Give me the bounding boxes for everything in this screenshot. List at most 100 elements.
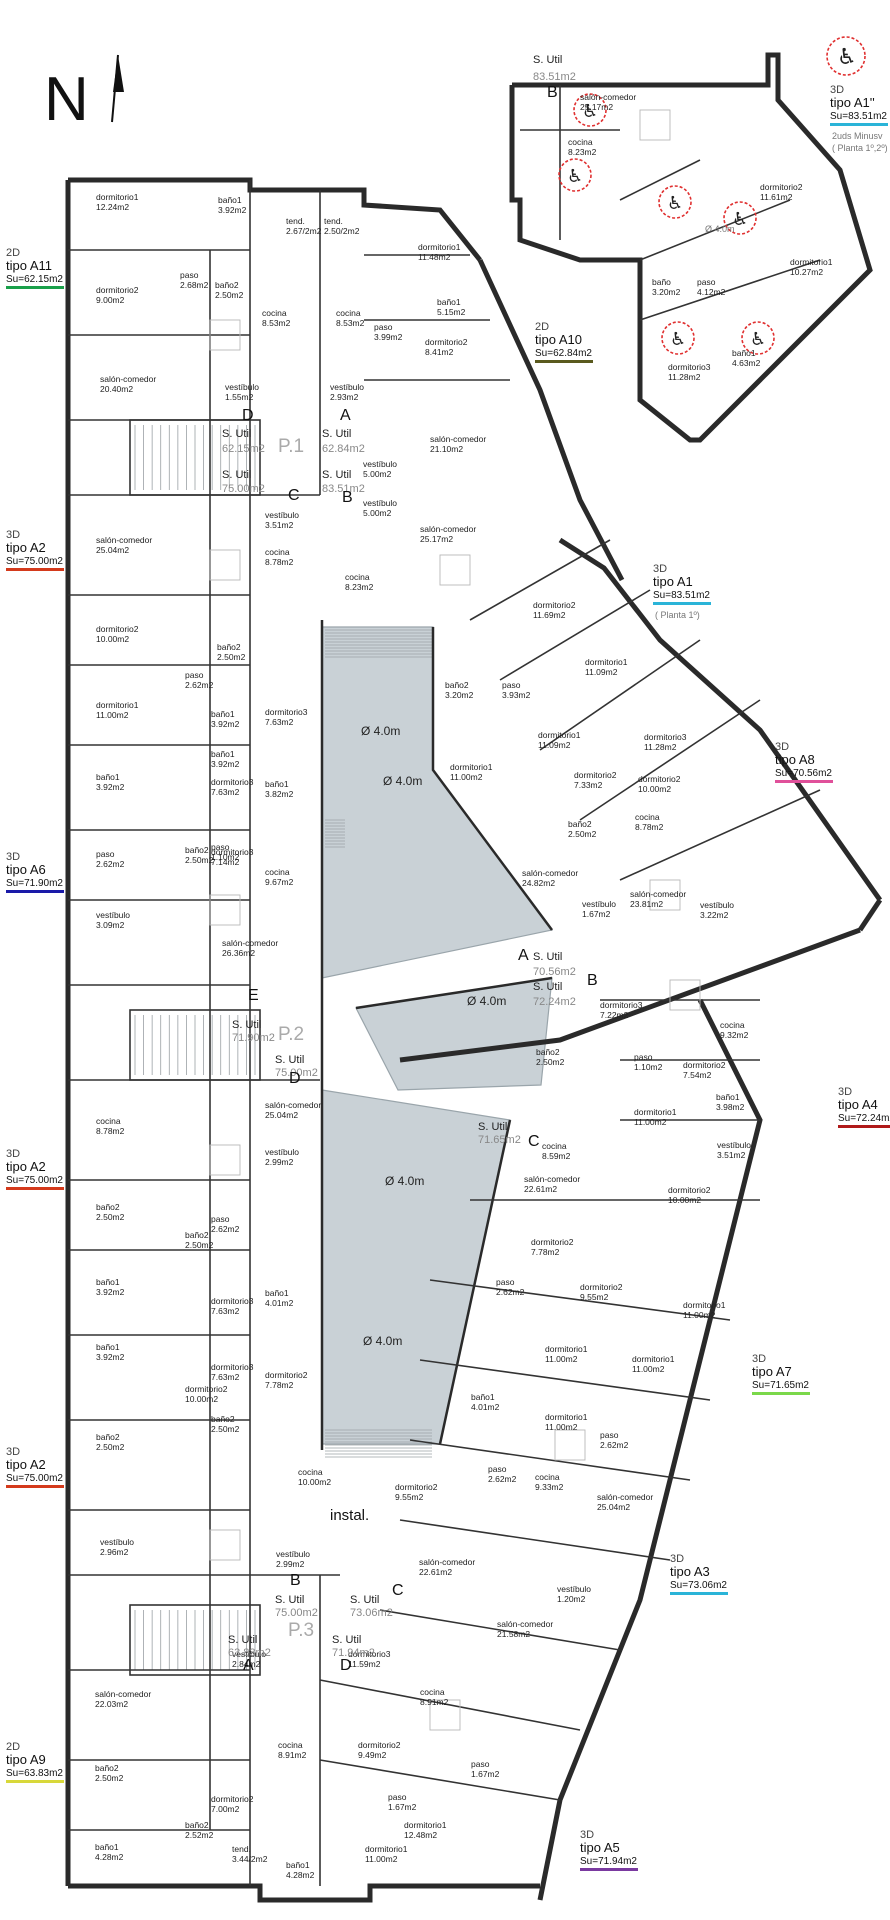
room-area: 11.00m2 bbox=[632, 1364, 665, 1374]
unit-name: tipo A8 bbox=[775, 752, 815, 767]
room-area: 4.28m2 bbox=[95, 1852, 124, 1862]
room-name: dormitorio1 bbox=[790, 257, 833, 267]
unit-color-bar bbox=[6, 890, 64, 893]
room-name: cocina bbox=[262, 308, 287, 318]
room-area: 4.01m2 bbox=[471, 1402, 500, 1412]
sutil-label: S. Util bbox=[332, 1634, 361, 1646]
room-area: 8.91m2 bbox=[420, 1697, 449, 1707]
room-area: 10.00m2 bbox=[638, 784, 671, 794]
wheelchair-icons: ♿ ♿ ♿ ♿ ♿ ♿ ♿ bbox=[558, 36, 866, 355]
wall-east-wing-bottom bbox=[399, 927, 861, 1063]
room-area: 2.50m2 bbox=[211, 1424, 240, 1434]
room-name: dormitorio3 bbox=[211, 777, 254, 787]
core-letter: B bbox=[587, 972, 598, 989]
room-area: 2.62m2 bbox=[600, 1440, 629, 1450]
room-area: 11.48m2 bbox=[418, 252, 451, 262]
room-area: 2.96m2 bbox=[100, 1547, 129, 1557]
unit-note: ( Planta 1º) bbox=[655, 610, 700, 620]
room-name: salón-comedor bbox=[430, 434, 486, 444]
room-name: dormitorio2 bbox=[358, 1740, 401, 1750]
room-name: baño2 bbox=[536, 1047, 560, 1057]
room-name: vestíbulo bbox=[276, 1549, 310, 1559]
room-name: dormitorio3 bbox=[265, 707, 308, 717]
room-name: dormitorio3 bbox=[668, 362, 711, 372]
room-name: vestíbulo bbox=[330, 382, 364, 392]
unit-category: 2D bbox=[6, 1741, 20, 1753]
wall-south-east-facade bbox=[537, 998, 763, 1901]
room-area: 1.10m2 bbox=[634, 1062, 663, 1072]
room-area: 2.50/2m2 bbox=[324, 226, 360, 236]
room-name: dormitorio1 bbox=[365, 1844, 408, 1854]
room-name: vestíbulo bbox=[100, 1537, 134, 1547]
wall-east-wing-top bbox=[558, 537, 883, 902]
room-area: 11.28m2 bbox=[644, 742, 677, 752]
room-name: dormitorio3 bbox=[211, 1362, 254, 1372]
exterior-walls bbox=[65, 52, 883, 1903]
sutil-area: 63.83m2 bbox=[228, 1647, 271, 1659]
room-area: 2.62m2 bbox=[96, 859, 125, 869]
room-name: salón-comedor bbox=[524, 1174, 580, 1184]
atrium-voids bbox=[321, 626, 554, 1445]
room-area: 25.04m2 bbox=[597, 1502, 630, 1512]
room-name: salón-comedor bbox=[419, 1557, 475, 1567]
room-name: cocina bbox=[345, 572, 370, 582]
unit-category: 3D bbox=[6, 851, 20, 863]
room-name: baño1 bbox=[716, 1092, 740, 1102]
room-name: dormitorio1 bbox=[683, 1300, 726, 1310]
atrium-void-middle bbox=[355, 977, 553, 1091]
unit-category: 3D bbox=[752, 1353, 766, 1365]
room-area: 2.99m2 bbox=[276, 1559, 305, 1569]
wall-a1pp-outline bbox=[509, 52, 873, 443]
room-name: cocina bbox=[298, 1467, 323, 1477]
room-name: dormitorio1 bbox=[418, 242, 461, 252]
north-label: N bbox=[44, 65, 89, 134]
room-area: 9.55m2 bbox=[395, 1492, 424, 1502]
room-name: baño1 bbox=[211, 709, 235, 719]
room-area: 7.00m2 bbox=[211, 1804, 240, 1814]
wheelchair-icon: ♿ bbox=[741, 321, 775, 355]
room-name: vestíbulo bbox=[96, 910, 130, 920]
sutil-area: 71.65m2 bbox=[478, 1134, 521, 1146]
room-name: baño1 bbox=[218, 195, 242, 205]
room-area: 9.33m2 bbox=[535, 1482, 564, 1492]
room-name: paso bbox=[96, 849, 115, 859]
unit-name: tipo A2 bbox=[6, 1457, 46, 1472]
room-name: paso bbox=[697, 277, 716, 287]
atrium-diameter: Ø 4.0m bbox=[705, 224, 735, 234]
unit-name: tipo A7 bbox=[752, 1364, 792, 1379]
room-area: 20.40m2 bbox=[100, 384, 133, 394]
svg-text:♿: ♿ bbox=[670, 329, 686, 350]
room-name: dormitorio2 bbox=[265, 1370, 308, 1380]
unit-name: tipo A4 bbox=[838, 1097, 878, 1112]
wall-east-wing-tip bbox=[857, 898, 883, 932]
room-name: vestíbulo bbox=[557, 1584, 591, 1594]
room-area: 3.51m2 bbox=[717, 1150, 746, 1160]
unit-area: Su=83.51m2 bbox=[830, 111, 887, 122]
unit-area: Su=63.83m2 bbox=[6, 1768, 63, 1779]
room-name: cocina bbox=[96, 1116, 121, 1126]
room-area: 24.82m2 bbox=[522, 878, 555, 888]
room-area: 2.99m2 bbox=[265, 1157, 294, 1167]
room-name: cocina bbox=[265, 547, 290, 557]
unit-category: 3D bbox=[6, 1446, 20, 1458]
room-name: dormitorio2 bbox=[96, 285, 139, 295]
sutil-area: 75.00m2 bbox=[275, 1067, 318, 1079]
sutil-label: S. Util bbox=[228, 1634, 257, 1646]
room-name: cocina bbox=[420, 1687, 445, 1697]
instal-label: instal. bbox=[330, 1507, 369, 1524]
room-area: 1.10m2 bbox=[211, 852, 240, 862]
wheelchair-icon: ♿ bbox=[573, 93, 607, 127]
atrium-diameter: Ø 4.0m bbox=[385, 1174, 424, 1188]
room-area: 2.50m2 bbox=[185, 1240, 214, 1250]
wall-atrium-edge-1 bbox=[431, 627, 554, 931]
wall-atrium-edge-2 bbox=[355, 976, 553, 1010]
room-area: 11.00m2 bbox=[96, 710, 129, 720]
room-area: 3.92m2 bbox=[96, 1287, 125, 1297]
